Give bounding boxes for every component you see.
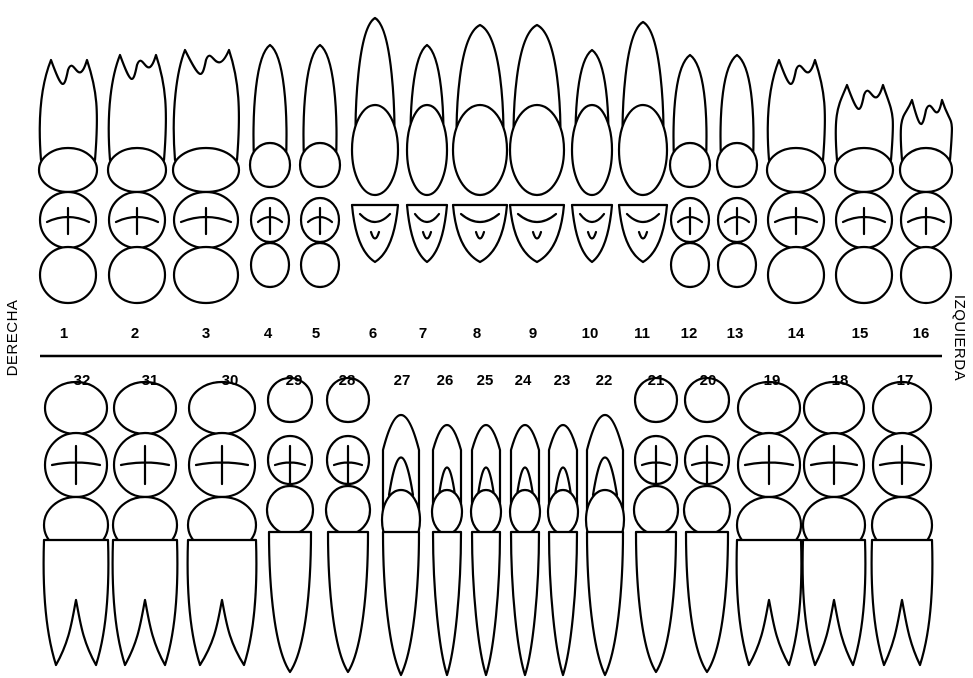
- lower-tooth: [113, 382, 178, 665]
- upper-tooth: [510, 25, 564, 262]
- lower-tooth: [548, 425, 578, 675]
- upper-tooth-number: 3: [202, 325, 210, 342]
- lower-tooth-number: 25: [477, 372, 494, 389]
- lower-tooth: [510, 425, 540, 675]
- lower-tooth-number: 29: [286, 372, 303, 389]
- lower-tooth: [44, 382, 109, 665]
- lower-tooth: [803, 382, 866, 665]
- upper-tooth-number: 8: [473, 325, 481, 342]
- upper-tooth: [250, 45, 290, 287]
- lower-tooth-number: 21: [648, 372, 665, 389]
- lower-tooth-number: 32: [74, 372, 91, 389]
- upper-tooth: [572, 50, 612, 262]
- lower-tooth: [188, 382, 257, 665]
- lower-tooth-number: 23: [554, 372, 571, 389]
- upper-tooth-number: 11: [634, 325, 650, 342]
- lower-tooth: [586, 415, 624, 675]
- upper-tooth: [300, 45, 340, 287]
- upper-tooth: [900, 100, 952, 303]
- upper-tooth-number: 13: [727, 325, 744, 342]
- lower-tooth: [471, 425, 501, 675]
- lower-tooth-number: 27: [394, 372, 411, 389]
- lower-tooth-number: 24: [515, 372, 532, 389]
- lower-tooth-number: 19: [764, 372, 781, 389]
- lower-tooth-number: 26: [437, 372, 454, 389]
- lower-tooth-number: 28: [339, 372, 356, 389]
- lower-tooth: [872, 382, 933, 665]
- upper-tooth-number: 14: [788, 325, 805, 342]
- lower-tooth-number: 18: [832, 372, 849, 389]
- lower-tooth: [684, 378, 730, 672]
- upper-tooth: [835, 85, 893, 303]
- lower-tooth-number: 17: [897, 372, 914, 389]
- lower-tooth: [737, 382, 802, 665]
- lower-tooth: [432, 425, 462, 675]
- lower-tooth-number: 20: [700, 372, 717, 389]
- lower-tooth-number: 31: [142, 372, 159, 389]
- lower-tooth: [267, 378, 313, 672]
- upper-teeth: [39, 18, 952, 303]
- upper-tooth-number: 6: [369, 325, 377, 342]
- upper-tooth-number: 9: [529, 325, 537, 342]
- upper-tooth: [717, 55, 757, 287]
- upper-tooth: [173, 50, 239, 303]
- upper-tooth-number: 7: [419, 325, 427, 342]
- upper-tooth-number: 1: [60, 325, 68, 342]
- upper-tooth: [670, 55, 710, 287]
- lower-tooth: [326, 378, 370, 672]
- lower-teeth: [44, 378, 933, 675]
- upper-tooth-number: 4: [264, 325, 273, 342]
- upper-tooth: [39, 60, 97, 303]
- lower-tooth-number: 30: [222, 372, 239, 389]
- upper-tooth-number: 12: [681, 325, 698, 342]
- lower-tooth: [634, 378, 678, 672]
- upper-tooth-number: 2: [131, 325, 139, 342]
- upper-tooth: [108, 55, 166, 303]
- lower-tooth: [382, 415, 420, 675]
- upper-tooth: [352, 18, 398, 262]
- lower-tooth-number: 22: [596, 372, 613, 389]
- upper-tooth: [619, 22, 667, 262]
- upper-tooth-number: 15: [852, 325, 869, 342]
- upper-tooth: [453, 25, 507, 262]
- upper-tooth: [407, 45, 447, 262]
- upper-tooth-number: 5: [312, 325, 320, 342]
- upper-tooth-number: 16: [913, 325, 930, 342]
- upper-tooth: [767, 60, 825, 303]
- upper-tooth-number: 10: [582, 325, 599, 342]
